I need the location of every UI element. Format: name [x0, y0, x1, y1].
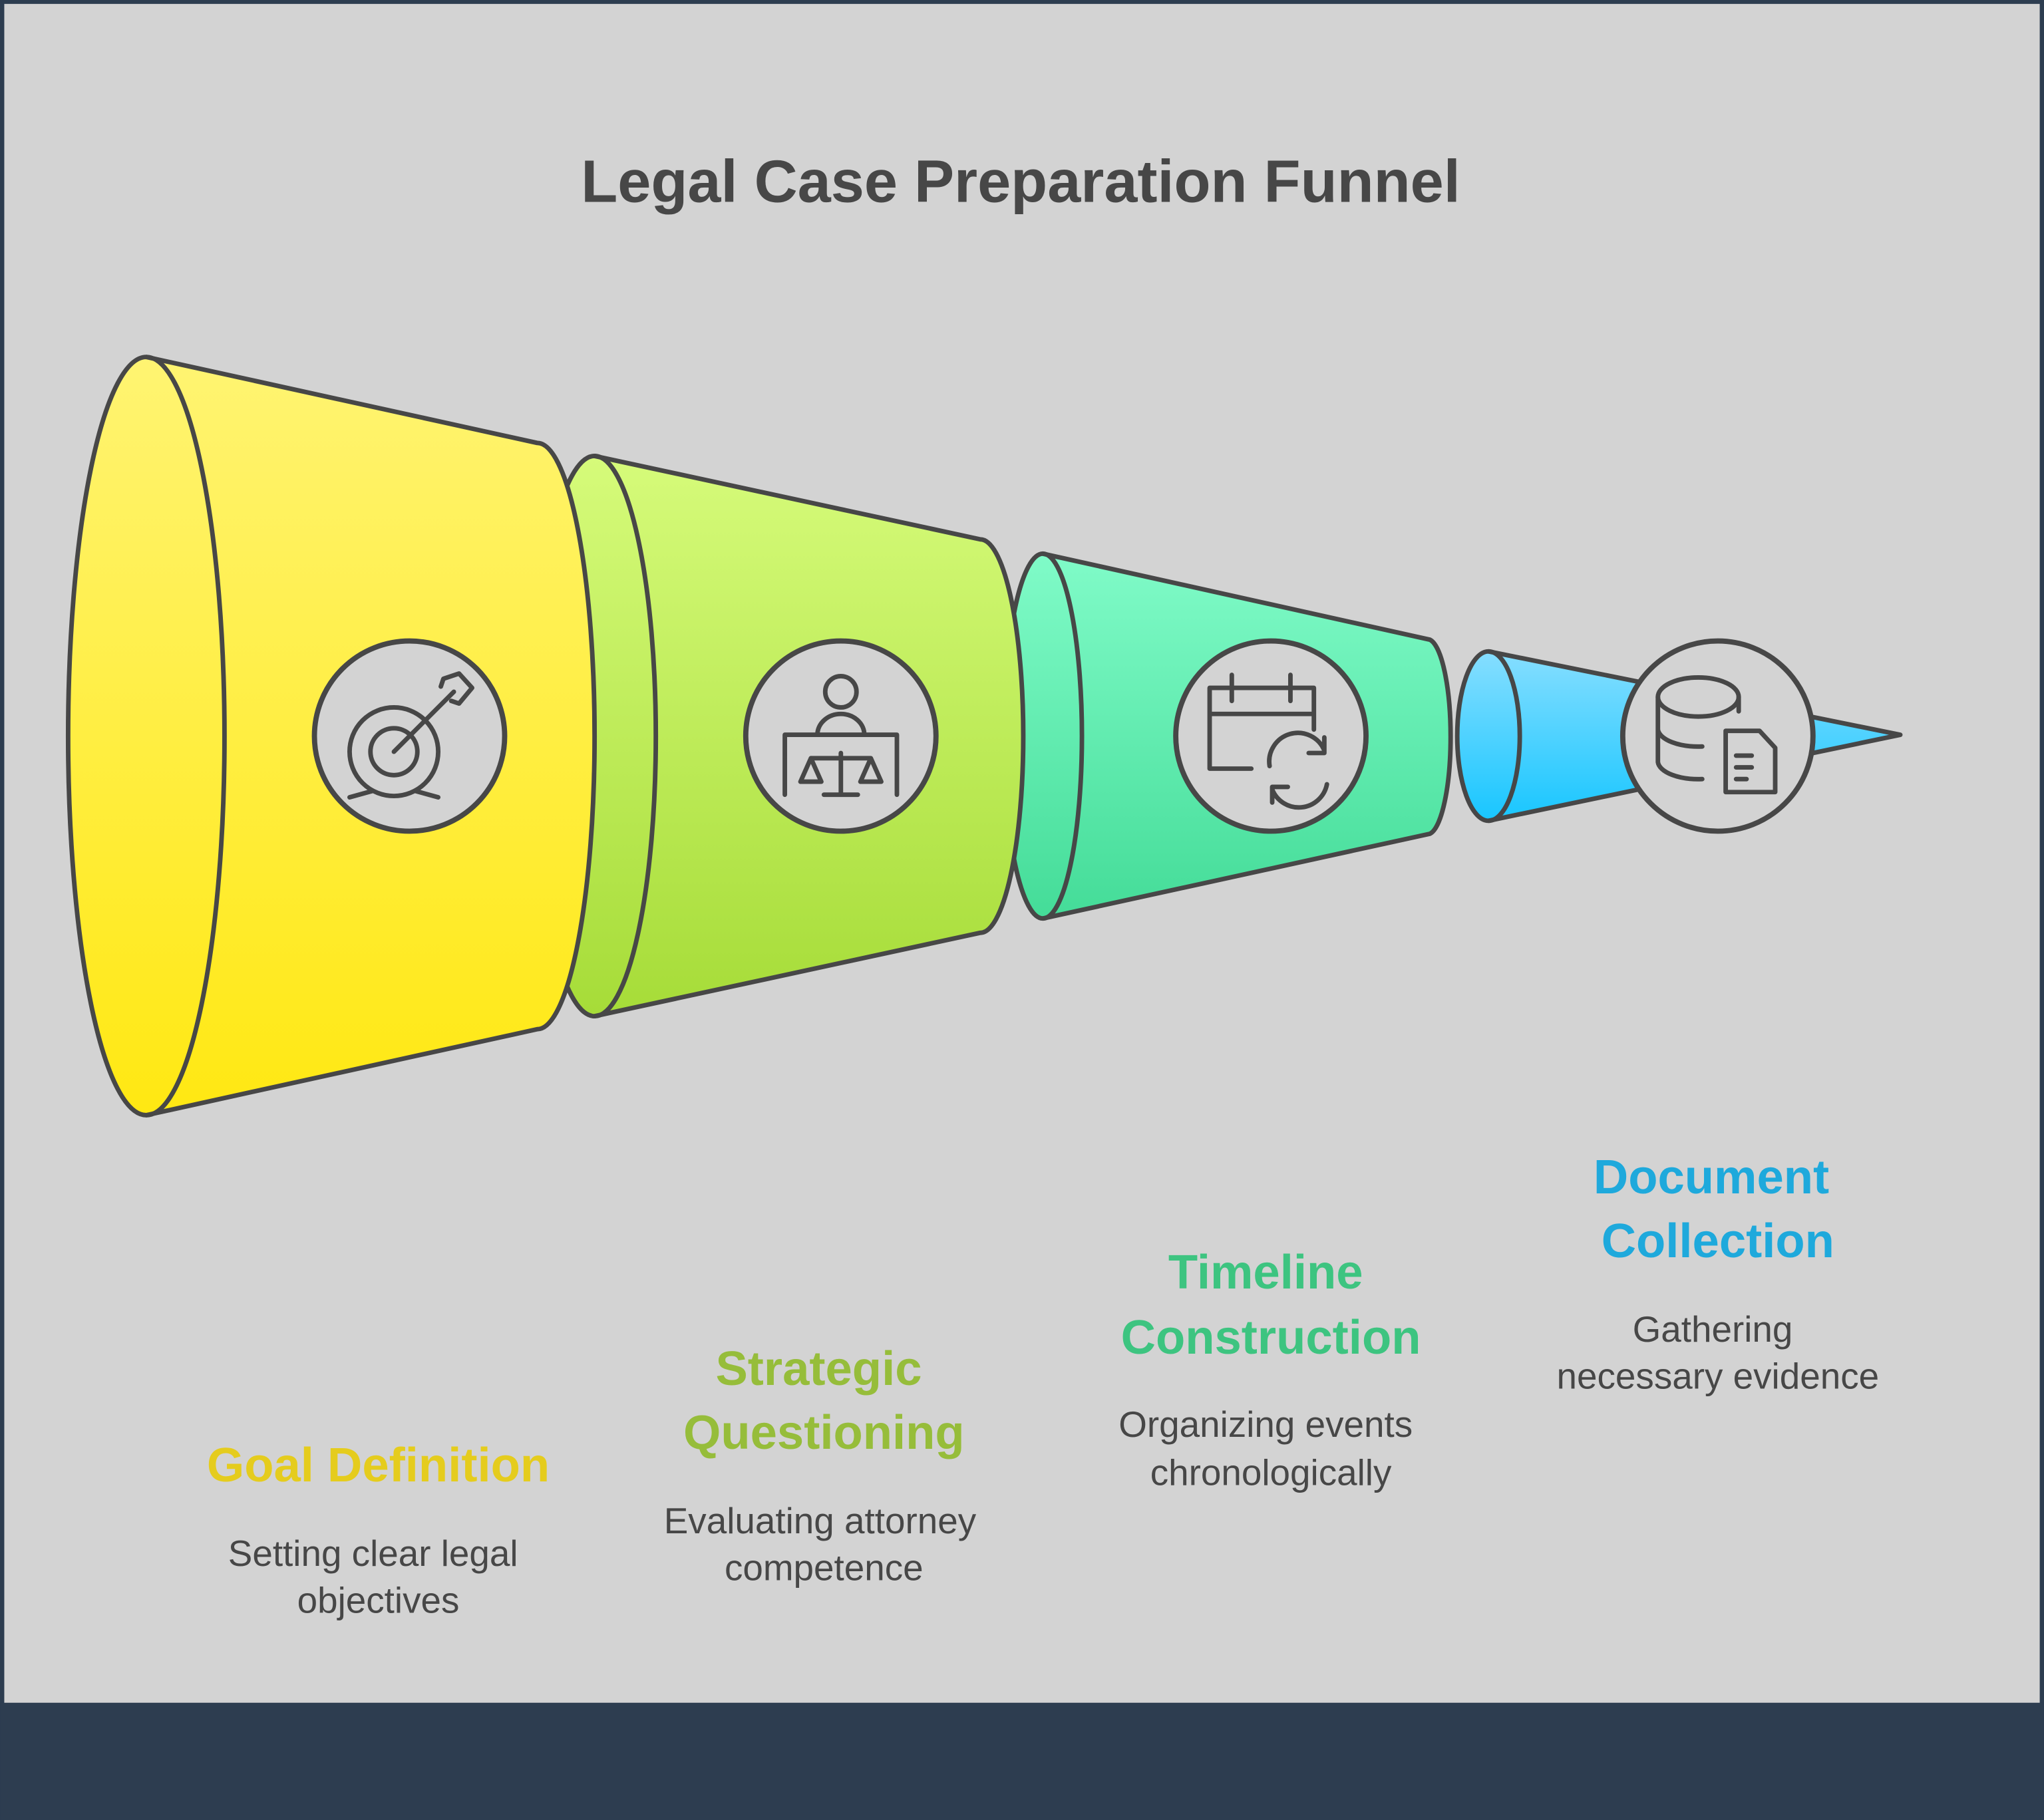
- stage-description: Gathering: [1633, 1308, 1793, 1350]
- stage-strategic-questioning: Strategic Questioning Evaluating attorne…: [664, 1342, 977, 1589]
- stage-description: necessary evidence: [1557, 1356, 1880, 1397]
- stage-title: Collection: [1602, 1214, 1834, 1268]
- attorney-scales-icon: [743, 638, 939, 834]
- stage-goal-definition: Goal Definition Setting clear legal obje…: [207, 1438, 550, 1621]
- target-icon: [311, 638, 508, 834]
- stage-title: Questioning: [683, 1406, 965, 1459]
- stage-timeline-construction: Timeline Construction Organizing events …: [1118, 1245, 1421, 1493]
- stage-description: competence: [725, 1547, 924, 1589]
- stage-title: Goal Definition: [207, 1438, 550, 1492]
- database-document-icon: [1619, 638, 1816, 834]
- calendar-refresh-icon: [1173, 638, 1369, 834]
- stage-description: chronologically: [1150, 1452, 1392, 1493]
- footer-bar: [0, 1702, 2044, 1820]
- stage-title: Timeline: [1168, 1245, 1363, 1299]
- stage-title: Document: [1594, 1150, 1829, 1204]
- stage-title: Strategic: [715, 1342, 922, 1396]
- stage-description: objectives: [297, 1580, 460, 1621]
- stage-title: Construction: [1121, 1310, 1421, 1364]
- stage-description: Organizing events: [1118, 1404, 1413, 1445]
- stage-description: Evaluating attorney: [664, 1500, 977, 1541]
- stage-document-collection: Document Collection Gathering necessary …: [1557, 1150, 1880, 1397]
- page-title: Legal Case Preparation Funnel: [581, 148, 1460, 216]
- stage-description: Setting clear legal: [228, 1533, 518, 1574]
